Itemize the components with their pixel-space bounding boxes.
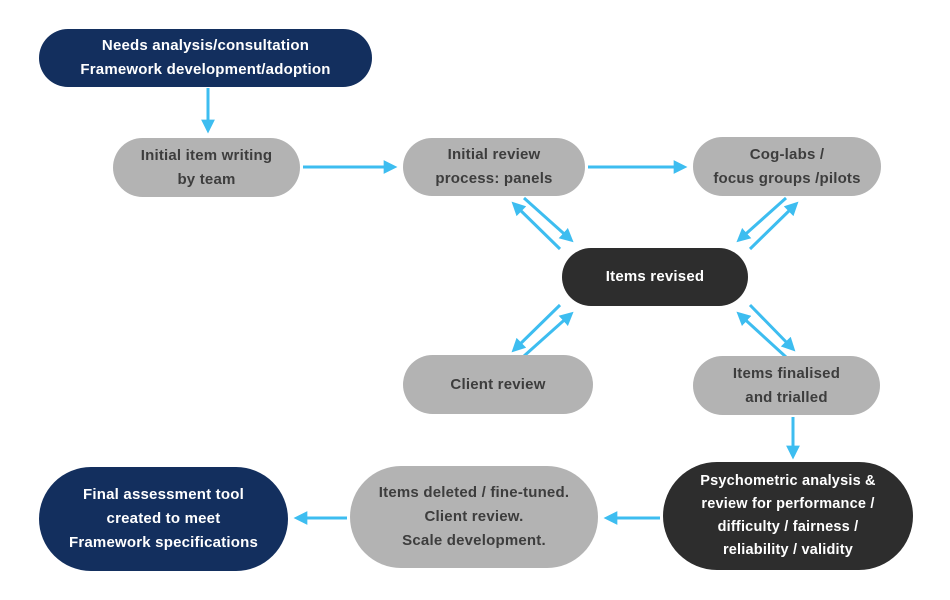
node-final-assessment-tool: Final assessment tool created to meet Fr…	[39, 467, 288, 571]
node-items-finalised: Items finalised and trialled	[693, 356, 880, 415]
node-items-deleted: Items deleted / fine-tuned. Client revie…	[350, 466, 598, 568]
arrow-revised-to-finalised	[748, 303, 796, 352]
arrow-revised-to-review	[511, 201, 562, 251]
arrow-client-to-revised	[523, 311, 574, 358]
node-items-revised: Items revised	[562, 248, 748, 306]
node-initial-review: Initial review process: panels	[403, 138, 585, 196]
arrow-revised-to-coglabs	[748, 201, 799, 251]
node-needs-analysis: Needs analysis/consultation Framework de…	[39, 29, 372, 87]
arrow-revised-to-client	[511, 303, 562, 353]
arrow-finalised-to-revised	[736, 311, 788, 359]
arrow-coglabs-to-revised	[736, 196, 787, 243]
arrow-review-to-revised	[523, 196, 574, 243]
node-psychometric-analysis: Psychometric analysis & review for perfo…	[663, 462, 913, 570]
node-client-review: Client review	[403, 355, 593, 414]
node-initial-item-writing: Initial item writing by team	[113, 138, 300, 197]
node-cog-labs: Cog-labs / focus groups /pilots	[693, 137, 881, 196]
